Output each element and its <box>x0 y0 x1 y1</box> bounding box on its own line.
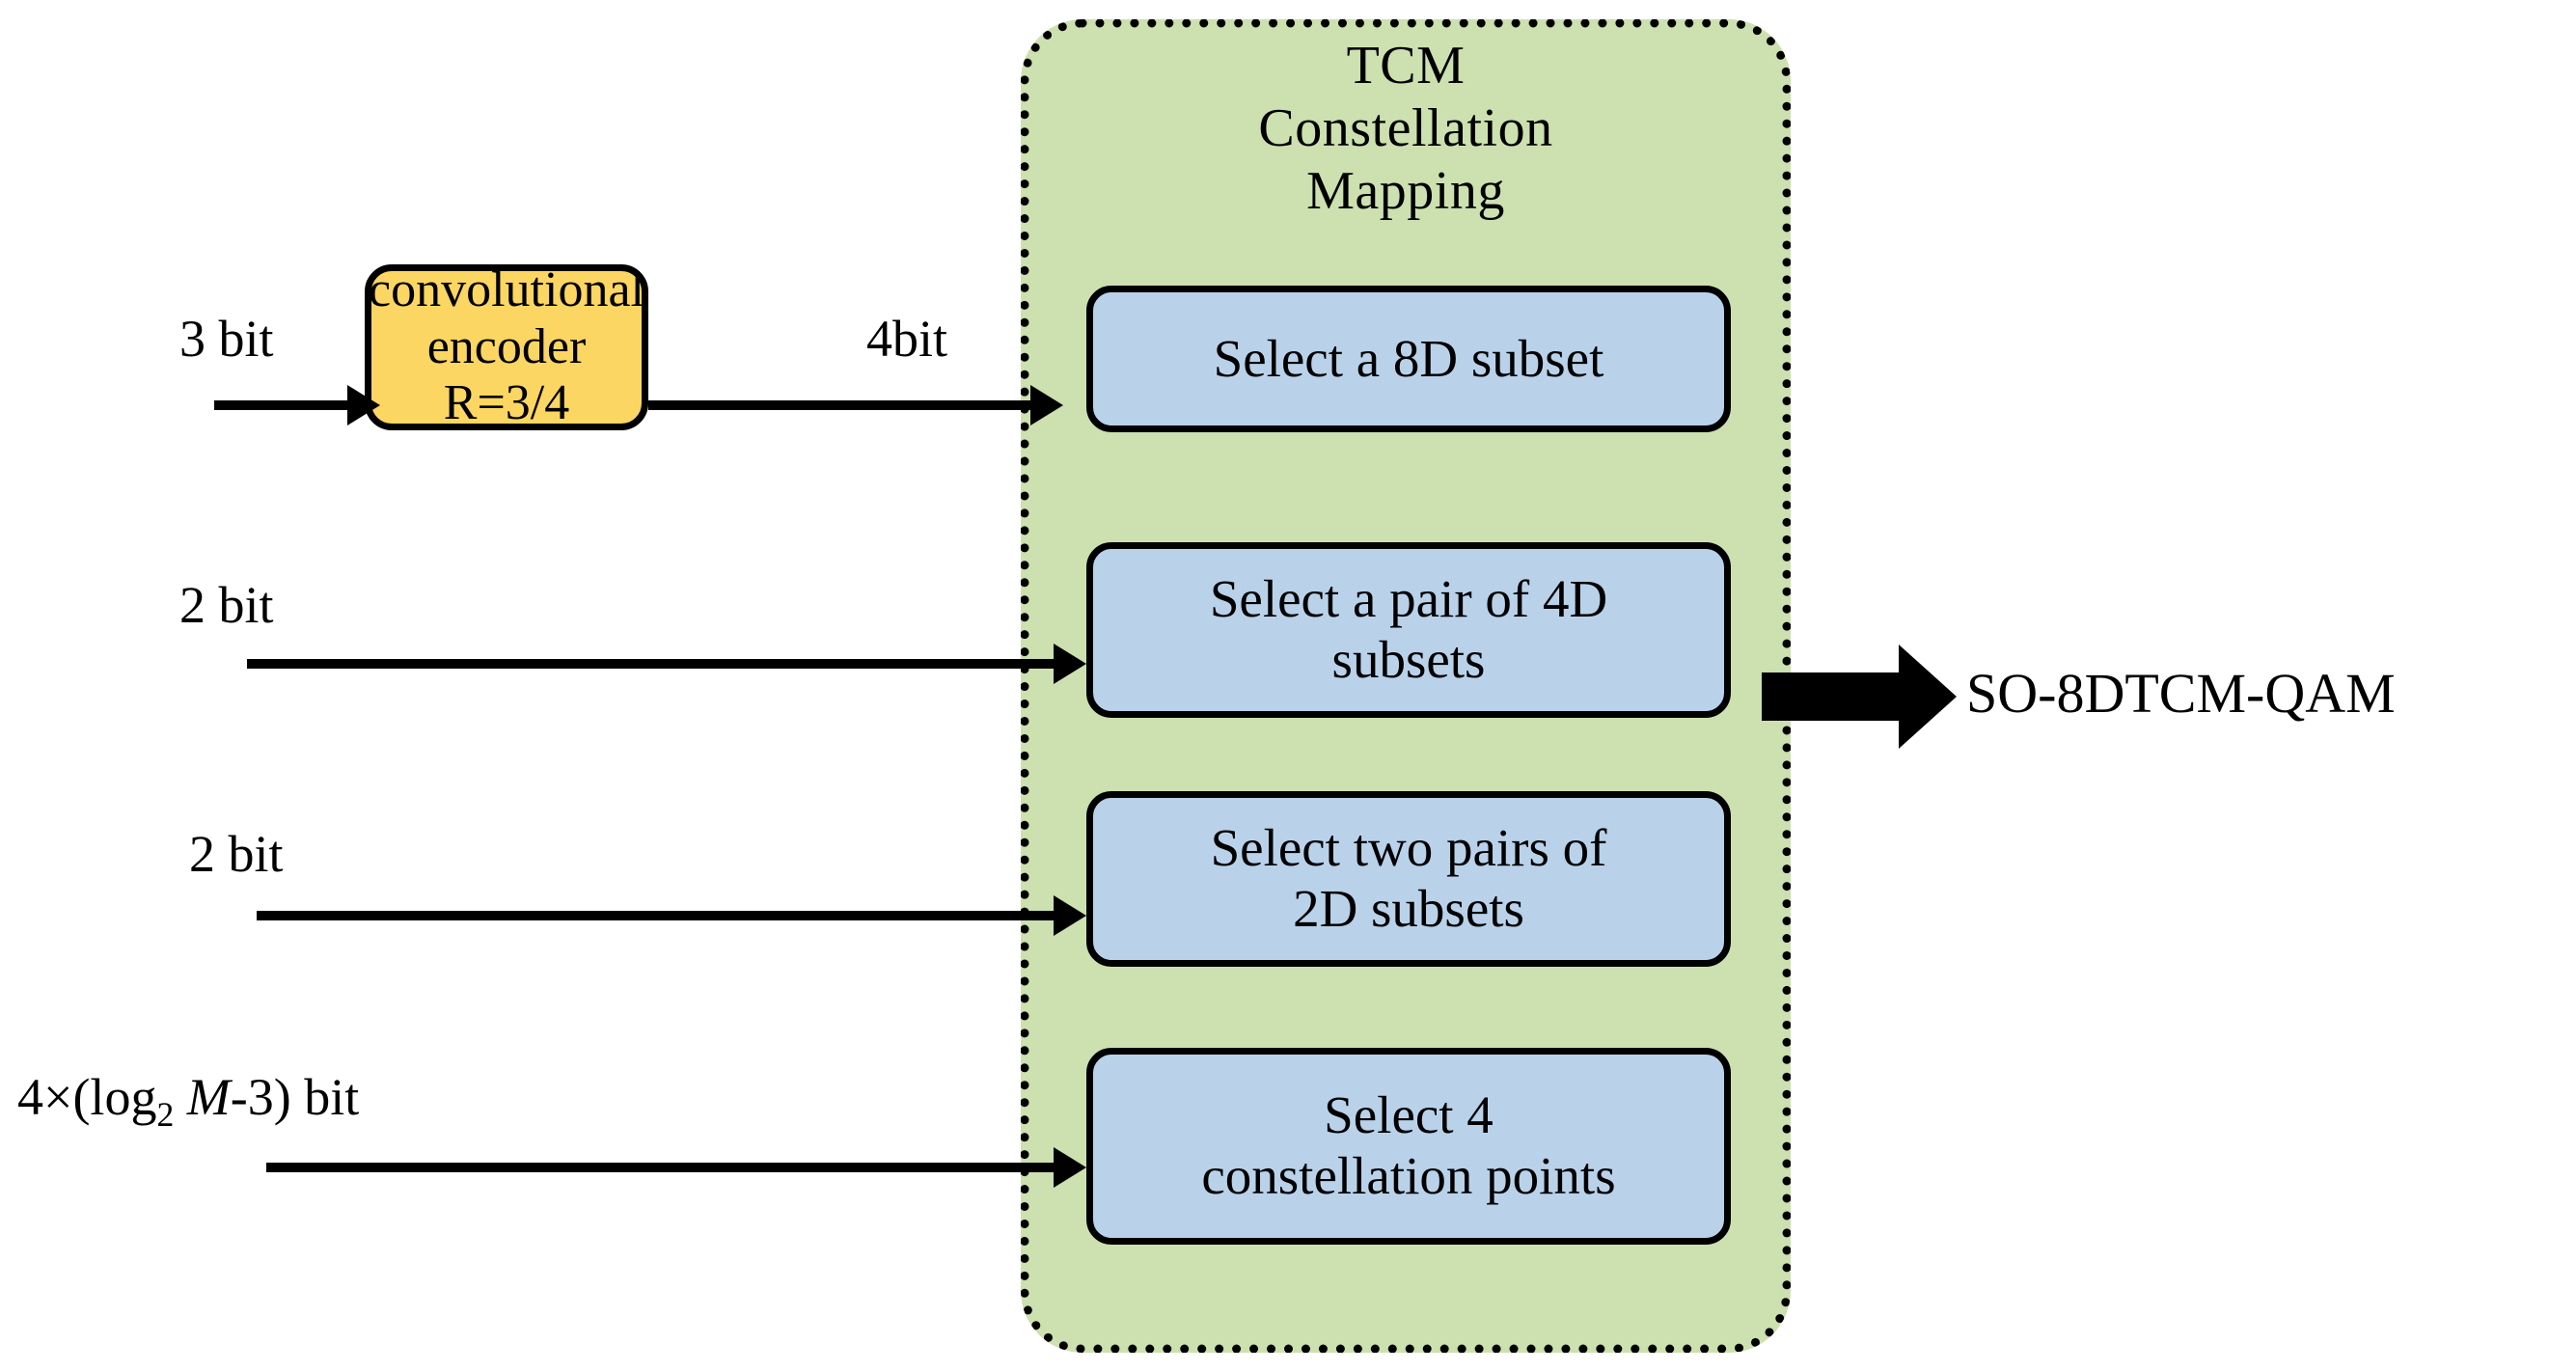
input-label-3-bit: 3 bit <box>179 310 274 368</box>
convolutional-encoder-box[interactable]: convolutional encoder R=3/4 <box>365 262 648 430</box>
input-label-2-bit-lower: 2 bit <box>189 825 284 883</box>
stage-box-select-two-pairs-2d-subsets[interactable]: Select two pairs of 2D subsets <box>1086 791 1731 967</box>
stage-box-select-pair-4d-subsets[interactable]: Select a pair of 4D subsets <box>1086 542 1731 718</box>
arrow-input-to-stage-2 <box>257 911 1057 920</box>
log-expr-subscript: 2 <box>156 1094 175 1134</box>
log-expr-prefix: 4×(log <box>17 1068 157 1126</box>
arrow-input-to-encoder <box>214 400 351 410</box>
arrow-input-to-stage-3 <box>266 1163 1057 1172</box>
input-label-log2-m-bit: 4×(log2 M-3) bit <box>17 1071 359 1132</box>
stage-box-select-8d-subset[interactable]: Select a 8D subset <box>1086 286 1731 432</box>
log-expr-space <box>174 1068 187 1126</box>
arrow-encoder-to-stage-0 <box>648 400 1034 410</box>
log-expr-modulation-order: M <box>186 1068 231 1126</box>
arrow-input-to-stage-1 <box>247 659 1057 669</box>
output-block-arrow-icon <box>1762 672 1901 721</box>
input-label-2-bit-upper: 2 bit <box>179 576 274 634</box>
encoder-output-label-4bit: 4bit <box>866 310 948 368</box>
stage-box-select-4-constellation-points[interactable]: Select 4 constellation points <box>1086 1048 1731 1245</box>
log-expr-suffix: -3) bit <box>230 1068 360 1126</box>
tcm-title: TCM Constellation Mapping <box>1258 36 1553 221</box>
output-label-so-8dtcm-qam: SO-8DTCM-QAM <box>1966 662 2396 725</box>
